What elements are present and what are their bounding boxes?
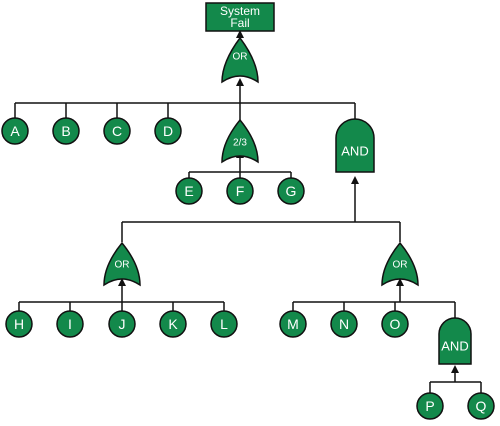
event-k: K (159, 310, 187, 338)
or-gate-right-label: OR (393, 260, 408, 271)
event-n: N (330, 310, 358, 338)
svg-text:C: C (112, 123, 122, 139)
svg-text:I: I (68, 316, 72, 332)
top-event-box (205, 2, 275, 32)
and-gate-main-label: AND (341, 144, 368, 159)
event-f: F (226, 177, 254, 205)
event-o: O (381, 310, 409, 338)
or-gate-top: OR (221, 36, 259, 84)
svg-text:E: E (184, 183, 193, 199)
event-m: M (279, 310, 307, 338)
event-i: I (56, 310, 84, 338)
svg-text:Q: Q (476, 398, 487, 414)
vote-gate-label: 2/3 (233, 138, 247, 149)
event-q: Q (467, 392, 495, 420)
and-gate-sub-label: AND (441, 339, 468, 354)
basic-events: A B C D E F G H I J K L M N O P Q (1, 117, 495, 420)
svg-text:A: A (10, 123, 20, 139)
and-gate-sub: AND (438, 317, 472, 365)
svg-text:G: G (286, 183, 297, 199)
event-j: J (108, 310, 136, 338)
event-d: D (154, 117, 182, 145)
event-a: A (1, 117, 29, 145)
svg-text:H: H (14, 316, 24, 332)
event-b: B (52, 117, 80, 145)
or-gate-top-label: OR (233, 52, 248, 63)
svg-text:K: K (168, 316, 178, 332)
top-event-line1: System (220, 4, 260, 18)
svg-text:F: F (236, 183, 245, 199)
svg-text:M: M (287, 316, 299, 332)
or-gate-left: OR (103, 241, 141, 287)
event-e: E (175, 177, 203, 205)
event-c: C (103, 117, 131, 145)
event-g: G (277, 177, 305, 205)
vote-gate-2-of-3: 2/3 (221, 118, 259, 164)
connectors (14, 30, 482, 393)
and-gate-main: AND (335, 118, 375, 173)
event-h: H (5, 310, 33, 338)
or-gate-left-label: OR (115, 260, 130, 271)
event-p: P (416, 392, 444, 420)
event-l: L (210, 310, 238, 338)
svg-text:D: D (163, 123, 173, 139)
top-event-line2: Fail (230, 16, 249, 30)
svg-text:L: L (220, 316, 228, 332)
svg-text:J: J (119, 316, 126, 332)
svg-text:P: P (425, 398, 434, 414)
or-gate-right: OR (381, 241, 419, 287)
svg-text:B: B (61, 123, 70, 139)
top-event-system-fail: System Fail (205, 2, 275, 32)
svg-text:N: N (339, 316, 349, 332)
svg-text:O: O (390, 316, 401, 332)
